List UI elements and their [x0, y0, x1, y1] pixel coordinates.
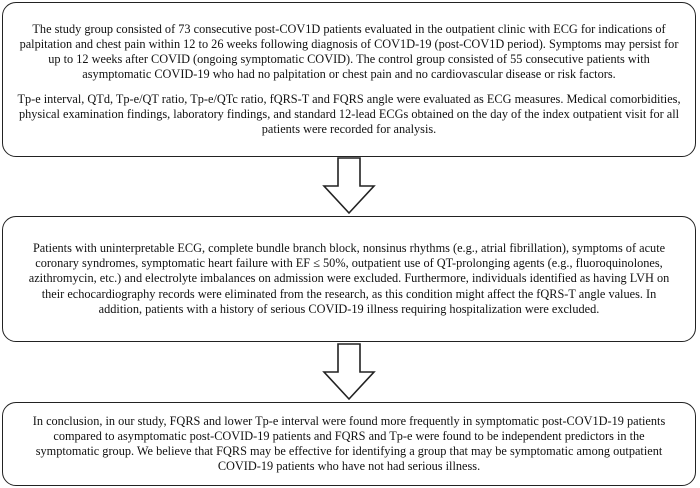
study-group-description: The study group consisted of 73 consecut…	[19, 21, 679, 82]
down-arrow-icon	[322, 343, 376, 401]
conclusion-box: In conclusion, in our study, FQRS and lo…	[2, 402, 696, 486]
down-arrow-icon	[322, 157, 376, 215]
conclusion-text: In conclusion, in our study, FQRS and lo…	[32, 413, 666, 474]
study-group-box: The study group consisted of 73 consecut…	[2, 2, 696, 157]
exclusion-criteria-text: Patients with uninterpretable ECG, compl…	[28, 240, 670, 316]
exclusion-criteria-box: Patients with uninterpretable ECG, compl…	[2, 216, 696, 342]
ecg-measures-description: Tp-e interval, QTd, Tp-e/QT ratio, Tp-e/…	[17, 91, 681, 136]
